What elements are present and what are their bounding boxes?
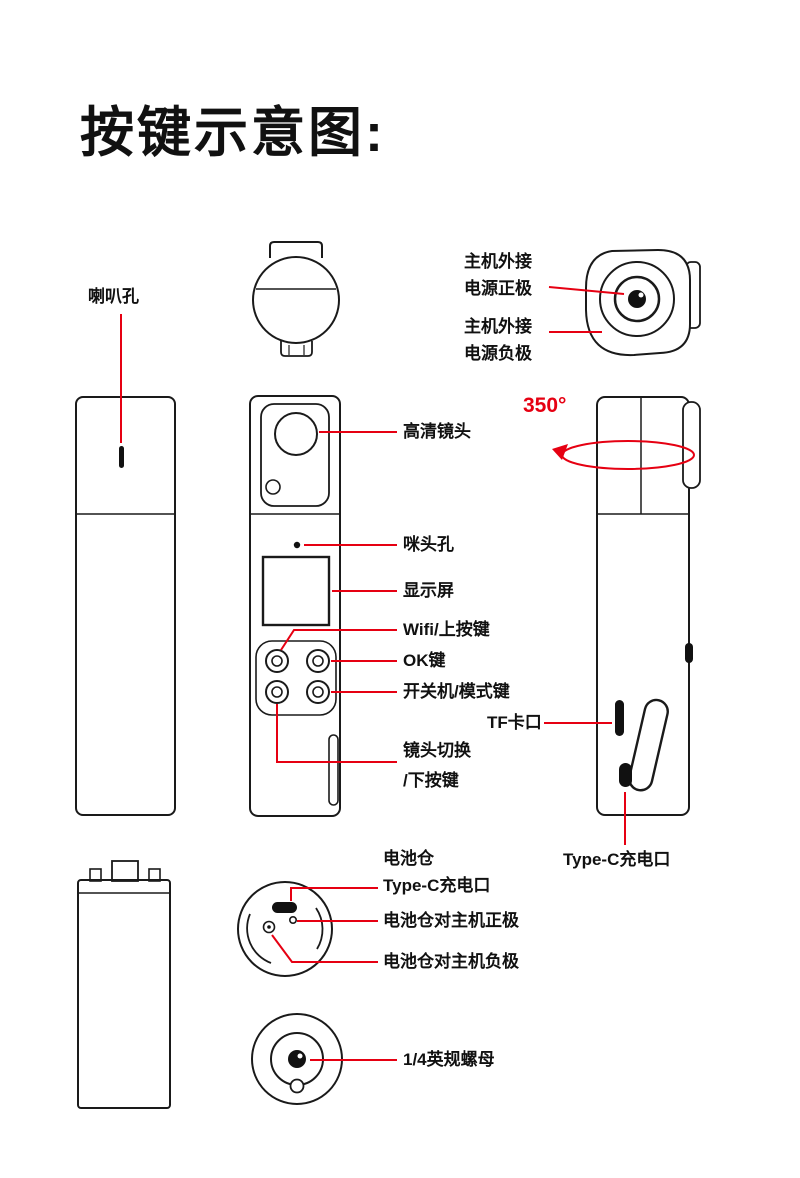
leader-wifi-up xyxy=(280,629,397,651)
label-ok-key: OK键 xyxy=(403,651,446,670)
label-quarter-nut: 1/4英规螺母 xyxy=(403,1050,495,1069)
wifi-up-button xyxy=(265,649,289,673)
label-typec-port: Type-C充电口 xyxy=(563,850,671,869)
label-rotation-350: 350° xyxy=(523,394,567,417)
right-device-side-view xyxy=(596,396,701,816)
battery-side-view xyxy=(77,860,171,1109)
lens-bump xyxy=(682,401,701,489)
hd-lens-circle xyxy=(274,412,318,456)
label-battery-neg: 电池仓对主机负极 xyxy=(383,952,519,971)
rotation-arrow xyxy=(552,440,695,470)
button-panel xyxy=(255,640,337,716)
label-tf-slot: TF卡口 xyxy=(487,713,542,732)
tf-card-flap xyxy=(628,698,669,792)
lens-unit-top-view xyxy=(585,248,701,357)
label-power-positive: 主机外接 电源正极 xyxy=(464,252,532,298)
lens-center-dot xyxy=(628,290,646,308)
battery-contact-neg xyxy=(262,920,276,934)
label-lens-switch: 镜头切换 /下按键 xyxy=(403,741,471,790)
label-battery-typec: 电池仓 Type-C充电口 xyxy=(383,849,491,895)
label-power-negative: 主机外接 电源负极 xyxy=(464,317,532,363)
battery-contact-pos xyxy=(288,915,297,924)
battery-compartment-bottom-view xyxy=(237,881,333,977)
ok-button xyxy=(306,649,330,673)
label-speaker-hole: 喇叭孔 xyxy=(88,287,139,306)
leader-battery-neg xyxy=(271,934,378,963)
leader-power-positive xyxy=(548,286,625,295)
power-mode-button xyxy=(306,680,330,704)
label-mic-hole: 咪头孔 xyxy=(403,535,454,554)
typec-port-battery xyxy=(272,902,297,913)
clip xyxy=(328,734,339,806)
camera-head-front-view xyxy=(252,241,340,357)
lens-panel xyxy=(260,403,330,507)
left-device-side-view xyxy=(75,396,176,816)
tf-card-slot xyxy=(615,700,624,736)
label-power-mode: 开关机/模式键 xyxy=(403,682,510,701)
main-device-front-view xyxy=(249,395,341,817)
leader-battery-typec xyxy=(290,887,378,901)
typec-port-right xyxy=(619,763,632,787)
label-display: 显示屏 xyxy=(403,581,454,600)
speaker-hole-slot xyxy=(119,446,124,468)
label-wifi-up: Wifi/上按键 xyxy=(403,620,490,639)
page-title: 按键示意图: xyxy=(80,103,386,163)
mic-hole-dot xyxy=(293,541,301,549)
leader-lines xyxy=(120,286,626,1061)
label-hd-lens: 高清镜头 xyxy=(403,422,471,441)
label-battery-pos: 电池仓对主机正极 xyxy=(383,911,519,930)
display-screen xyxy=(261,555,331,627)
leader-lens-switch xyxy=(276,704,397,763)
lens-switch-down-button xyxy=(265,680,289,704)
